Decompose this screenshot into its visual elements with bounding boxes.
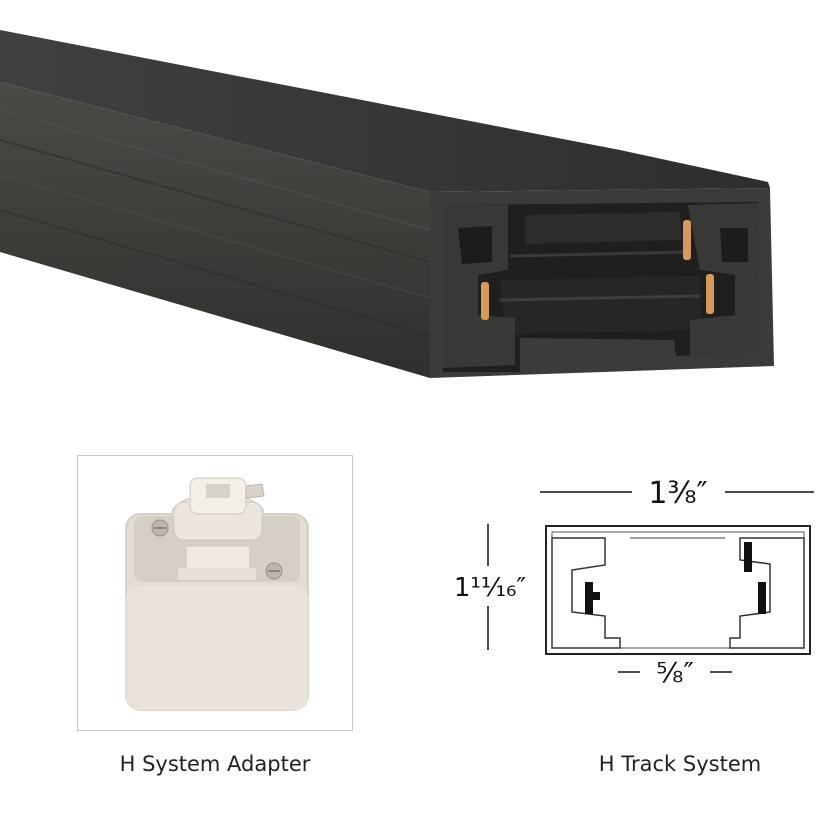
copper-contact [683,220,691,260]
width-dimension-label: 1⅜″ [648,476,707,511]
adapter-illustration [125,477,309,711]
adapter-caption: H System Adapter [119,752,311,776]
copper-contact [706,274,714,314]
copper-contact [481,282,489,320]
track-caption: H Track System [598,752,762,776]
track-profile-outline [545,525,811,655]
adapter-image-frame [77,455,353,731]
track-rail-photo [0,30,774,378]
height-dimension-label: 1¹¹⁄₁₆″ [454,573,527,603]
opening-dimension-label: ⅝″ [656,656,694,689]
track-top-face [0,30,770,192]
track-dimension-diagram: 1⅜″ 1¹¹⁄₁₆″ ⅝″ [454,476,814,689]
